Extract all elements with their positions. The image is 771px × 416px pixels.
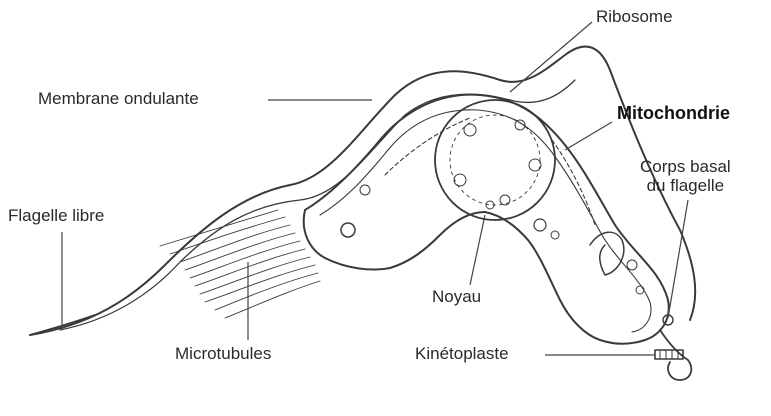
label-corps-basal: Corps basal du flagelle xyxy=(640,158,731,195)
label-membrane-ondulante: Membrane ondulante xyxy=(38,90,199,109)
leader-ribosome xyxy=(510,22,592,92)
label-flagelle-libre: Flagelle libre xyxy=(8,207,104,226)
label-ribosome: Ribosome xyxy=(596,8,673,27)
label-kinetoplaste: Kinétoplaste xyxy=(415,345,509,364)
microtubules-striations xyxy=(160,210,320,318)
mitochondrion xyxy=(590,232,624,275)
posterior-end xyxy=(660,330,691,380)
leader-noyau xyxy=(470,215,485,285)
label-noyau: Noyau xyxy=(432,288,481,307)
cell-body-inner xyxy=(320,110,651,332)
label-corps-basal-line2: du flagelle xyxy=(640,177,731,196)
nucleus-inner xyxy=(450,115,540,205)
leader-corps-basal xyxy=(668,200,688,318)
undulating-membrane-inner xyxy=(60,80,575,330)
leader-mitochondrie xyxy=(565,122,612,150)
label-mitochondrie: Mitochondrie xyxy=(617,104,730,124)
label-corps-basal-line1: Corps basal xyxy=(640,158,731,177)
label-microtubules: Microtubules xyxy=(175,345,271,364)
nucleus xyxy=(435,100,555,220)
kinetoplast xyxy=(655,350,683,359)
